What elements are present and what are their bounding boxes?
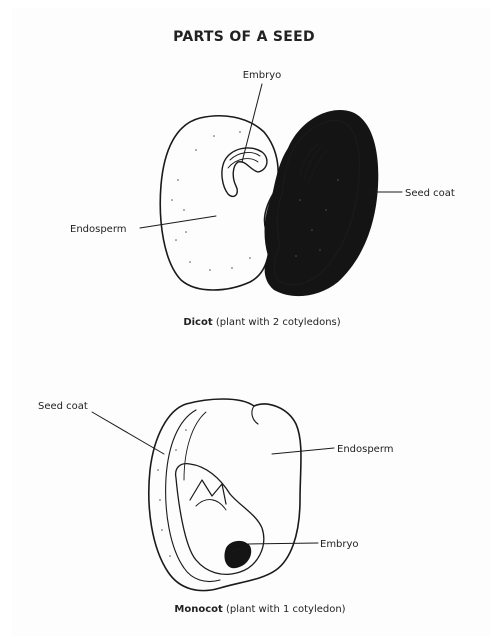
monocot-embryo-label: Embryo <box>320 539 359 550</box>
diagram-title: PARTS OF A SEED <box>173 29 315 45</box>
monocot-illustration <box>92 399 334 591</box>
monocot-embryo <box>176 464 264 575</box>
monocot-texture <box>157 429 187 557</box>
monocot-embryo-axis <box>224 541 251 568</box>
dicot-illustration <box>140 84 402 296</box>
dicot-caption-bold: Dicot <box>183 317 213 328</box>
dicot-endosperm-label: Endosperm <box>70 224 127 235</box>
dicot-left-cotyledon <box>160 116 278 290</box>
monocot-seed-coat <box>149 399 301 591</box>
monocot-caption: Monocot (plant with 1 cotyledon) <box>174 604 345 615</box>
monocot-caption-rest: (plant with 1 cotyledon) <box>226 604 346 615</box>
dicot-seed-coat <box>265 110 379 296</box>
monocot-seed-coat-leader <box>92 412 164 454</box>
monocot-seed-coat-label: Seed coat <box>38 401 88 412</box>
monocot-endosperm-leader <box>272 448 334 454</box>
dicot-seed-coat-label: Seed coat <box>405 188 455 199</box>
monocot-caption-bold: Monocot <box>174 604 223 615</box>
dicot-caption-rest: (plant with 2 cotyledons) <box>216 317 341 328</box>
dicot-embryo-label: Embryo <box>243 70 282 81</box>
dicot-endosperm-leader <box>140 216 216 228</box>
dicot-left-texture <box>171 131 251 271</box>
monocot-embryo-leader <box>248 543 318 544</box>
dicot-embryo <box>222 148 267 197</box>
monocot-endosperm-label: Endosperm <box>337 444 394 455</box>
dicot-caption: Dicot (plant with 2 cotyledons) <box>183 317 340 328</box>
